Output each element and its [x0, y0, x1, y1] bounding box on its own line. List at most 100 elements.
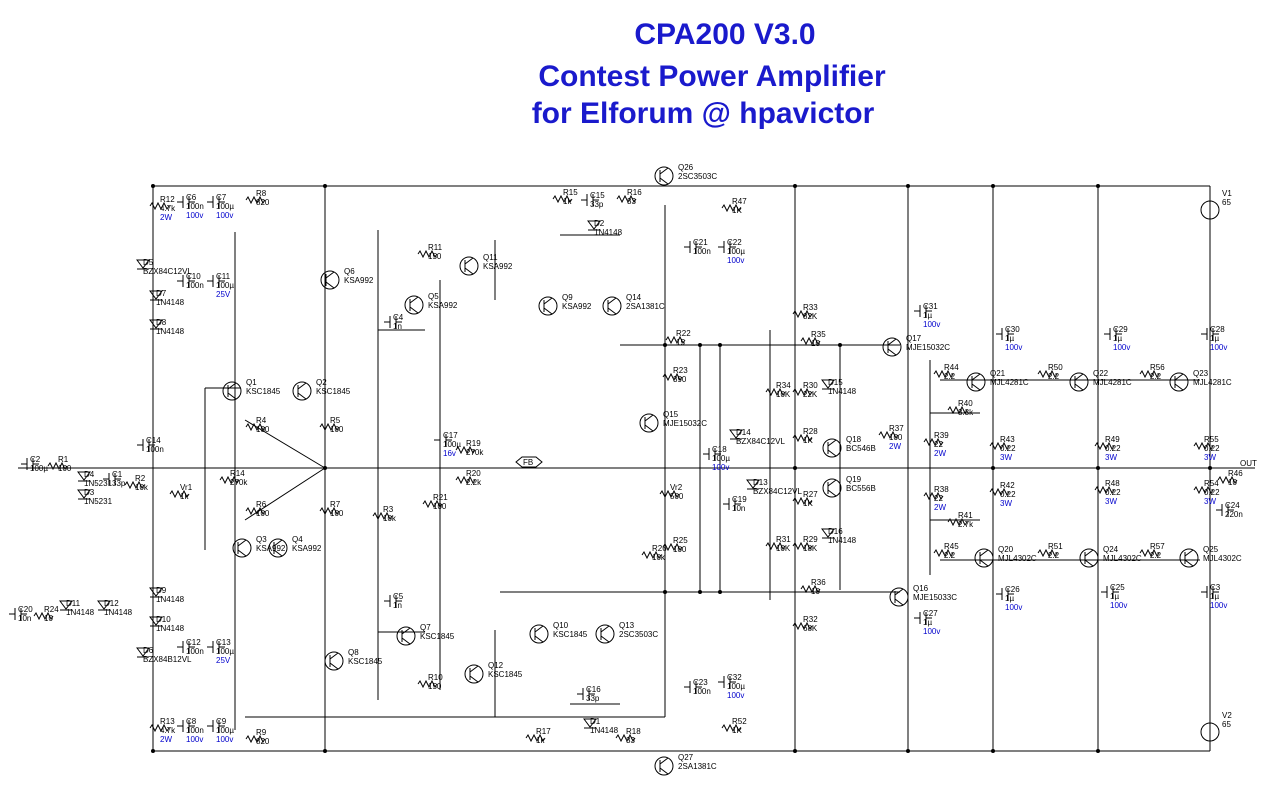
component-ref: C24	[1225, 501, 1240, 510]
component-ref: D6	[143, 646, 154, 655]
transistor-symbol	[222, 381, 242, 401]
component-value: 22K	[803, 390, 818, 399]
component-ref: Q22	[1093, 369, 1109, 378]
resistor-symbol	[319, 506, 340, 516]
resistor-symbol	[792, 387, 813, 397]
resistor-symbol	[616, 194, 637, 204]
component-value: 2.2	[1048, 551, 1060, 560]
component-ref: R17	[536, 727, 551, 736]
resistor-symbol	[1037, 548, 1058, 558]
component-ref: R35	[811, 330, 826, 339]
transistor-leads	[979, 549, 989, 567]
component-value: 68K	[803, 624, 818, 633]
resistor-symbol	[525, 733, 546, 743]
component-ref: D7	[156, 289, 167, 298]
resistor-symbol	[933, 369, 954, 379]
component-ref: D12	[104, 599, 119, 608]
component-value: MJE15033C	[913, 593, 957, 602]
component-value: 65	[1222, 198, 1231, 207]
component-value: 100	[256, 509, 270, 518]
transistor-leads	[971, 373, 981, 391]
component-ref: Q20	[998, 545, 1014, 554]
component-ref: R11	[428, 243, 443, 252]
component-value: 1N4148	[104, 608, 133, 617]
component-value: 100µ	[30, 464, 48, 473]
component-value: BZX84C12VL	[736, 437, 785, 446]
transistor-leads	[600, 625, 610, 643]
component-value: 270k	[230, 478, 248, 487]
component-value: 10k	[652, 553, 666, 562]
component-ref: R45	[944, 542, 959, 551]
component-value: 1K	[803, 436, 813, 445]
component-ref: Q13	[619, 621, 635, 630]
component-ref: C13	[216, 638, 231, 647]
component-ref: R3	[383, 505, 394, 514]
component-rating: 3W	[1105, 453, 1117, 462]
component-rating: 16v	[443, 449, 456, 458]
component-value: MJE15032C	[663, 419, 707, 428]
component-ref: C7	[216, 193, 227, 202]
component-value: 2SC3503C	[678, 172, 717, 181]
component-value: KSA992	[256, 544, 286, 553]
component-value: 100	[433, 502, 447, 511]
component-value: 150	[428, 682, 442, 691]
title-line-1: CPA200 V3.0	[634, 18, 815, 51]
component-value: 2.2	[944, 372, 956, 381]
transistor-symbol	[396, 626, 416, 646]
transistor-symbol	[595, 624, 615, 644]
capacitor-symbol	[1104, 328, 1122, 340]
component-value: KSA992	[344, 276, 374, 285]
transistor-symbol	[654, 166, 674, 186]
component-value: 150	[428, 252, 442, 261]
component-rating: 100v	[1110, 601, 1127, 610]
component-rating: 100v	[923, 320, 940, 329]
component-value: 100n	[186, 647, 204, 656]
component-value: MJL4302C	[998, 554, 1037, 563]
component-value: 1N4148	[156, 298, 185, 307]
component-value: 15	[676, 338, 685, 347]
component-value: BZX84B12VL	[143, 655, 192, 664]
component-value: 1N4148	[66, 608, 95, 617]
component-ref: Q2	[316, 378, 327, 387]
component-value: 10	[44, 614, 53, 623]
resistor-symbol	[662, 372, 683, 382]
component-value: 18K	[803, 544, 818, 553]
component-ref: R30	[803, 381, 818, 390]
component-value: 1N4148	[590, 726, 619, 735]
component-value: KSA992	[483, 262, 513, 271]
transistor-leads	[237, 539, 247, 557]
transistor-symbol	[639, 413, 659, 433]
resistor-symbol	[1139, 548, 1160, 558]
component-value: 10k	[135, 483, 149, 492]
resistor-symbol	[417, 249, 438, 259]
capacitor-symbol	[581, 194, 599, 206]
capacitor-symbol	[177, 275, 195, 287]
